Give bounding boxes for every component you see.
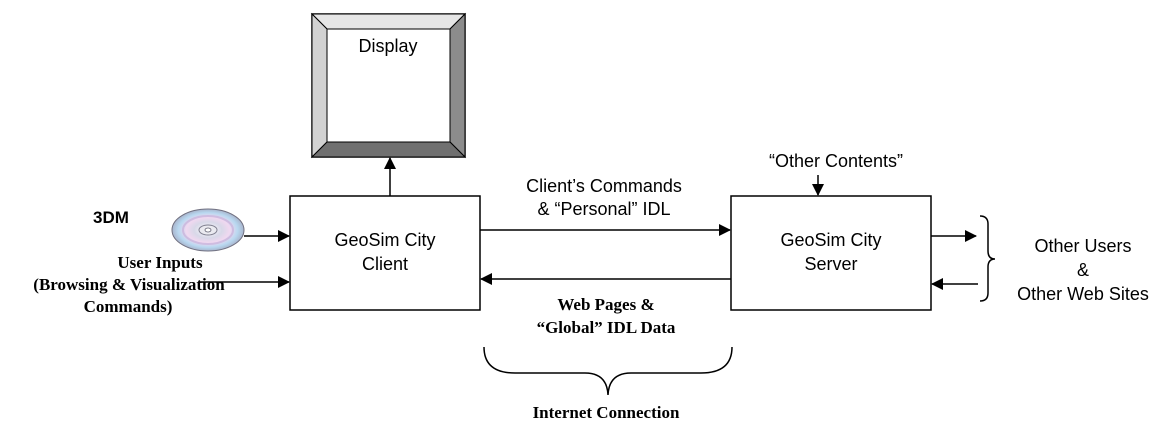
user-inputs-line1: User Inputs (117, 253, 203, 272)
client-label-line2: Client (362, 254, 408, 274)
other-users-line3: Other Web Sites (1017, 284, 1149, 304)
cd-icon (171, 208, 245, 252)
other-users-line2: & (1077, 260, 1089, 280)
server-box: GeoSim City Server (730, 195, 932, 311)
server-label-line2: Server (804, 254, 857, 274)
others-brace (979, 215, 996, 302)
internet-connection-brace (483, 346, 733, 396)
user-inputs-line2: (Browsing & Visualization (33, 275, 225, 294)
client-label-line1: GeoSim City (334, 230, 435, 250)
3dm-label: 3DM (93, 208, 129, 227)
commands-label-line2: & “Personal” IDL (537, 199, 670, 219)
web-pages-label-line1: Web Pages & (557, 295, 654, 314)
internet-connection-label: Internet Connection (533, 403, 680, 422)
user-inputs-line3: Commands) (84, 297, 173, 316)
display-monitor: Display (310, 12, 467, 159)
other-contents-label: “Other Contents” (769, 151, 903, 171)
web-pages-label-line2: “Global” IDL Data (537, 318, 676, 337)
server-label-line1: GeoSim City (780, 230, 881, 250)
other-users-line1: Other Users (1034, 236, 1131, 256)
display-label: Display (358, 36, 417, 56)
client-box: GeoSim City Client (289, 195, 481, 311)
commands-label-line1: Client’s Commands (526, 176, 682, 196)
